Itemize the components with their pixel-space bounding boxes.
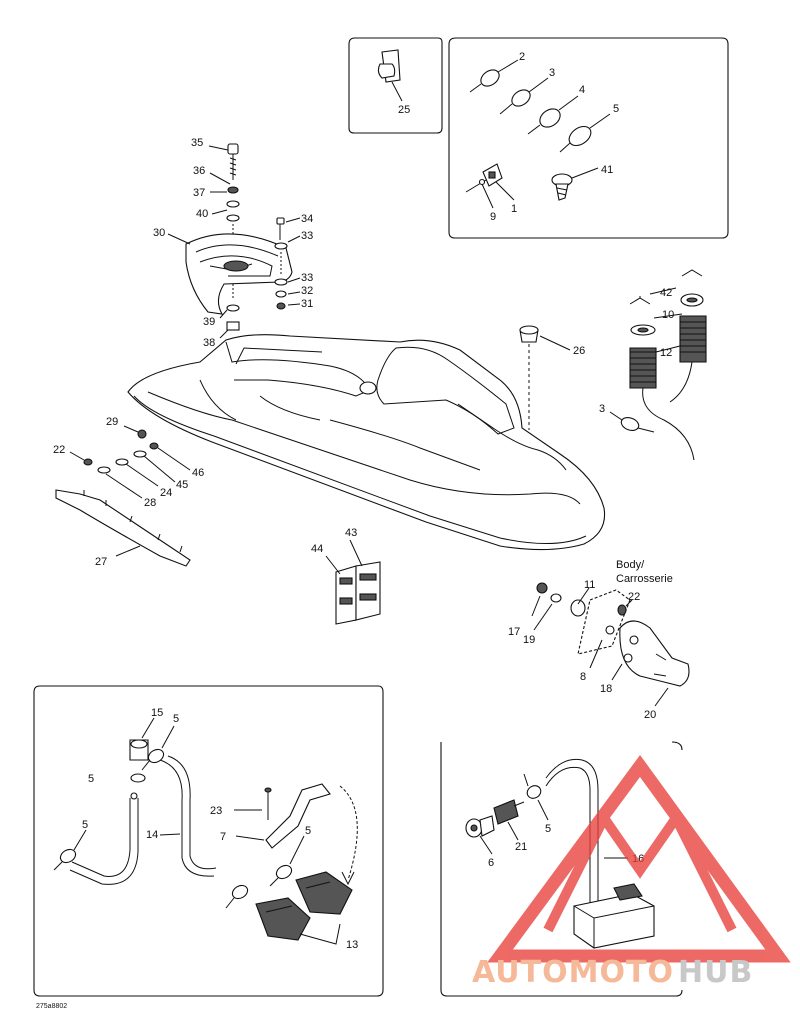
plug-part-26 [519, 325, 539, 343]
callout-9: 9 [490, 211, 496, 223]
watermark-triangle-icon [487, 754, 791, 963]
bracket-part-7 [265, 783, 331, 849]
callout-41: 41 [601, 164, 613, 176]
callout-33-upper: 33 [301, 230, 313, 242]
drawing-code: 275a8802 [36, 1003, 67, 1010]
clamp-part-3 [499, 89, 531, 115]
clamp-part-3-lower [620, 417, 655, 433]
spring-assembly-right [679, 269, 707, 363]
cover-part-18-20 [619, 620, 690, 687]
callout-25: 25 [398, 104, 410, 116]
clamp-part-5 [559, 125, 592, 153]
callout-15: 15 [151, 707, 163, 719]
inset-frame-clip [348, 37, 443, 134]
callout-17: 17 [508, 626, 520, 638]
callout-5-clamp: 5 [613, 103, 619, 115]
spring-assembly-left [629, 296, 657, 389]
fitting-part-6 [465, 815, 495, 838]
callout-38: 38 [203, 337, 215, 349]
callout-37: 37 [193, 187, 205, 199]
callout-46: 46 [192, 467, 204, 479]
callout-34: 34 [301, 213, 313, 225]
callout-28: 28 [144, 497, 156, 509]
callout-6: 6 [488, 857, 494, 869]
callout-45: 45 [176, 479, 188, 491]
clamp-drain-top [141, 748, 165, 771]
callout-21: 21 [515, 841, 527, 853]
callout-36: 36 [193, 165, 205, 177]
clamp-part-4 [527, 108, 561, 135]
callout-32: 32 [301, 285, 313, 297]
callout-10: 10 [662, 309, 674, 321]
callout-3-lower: 3 [599, 403, 605, 415]
clamp-drain-left [53, 848, 77, 871]
clamp-part-2 [469, 69, 500, 93]
callout-22-body: 22 [628, 591, 640, 603]
bag-part-13-upper [295, 871, 353, 915]
callout-18: 18 [600, 683, 612, 695]
callout-1: 1 [511, 203, 517, 215]
rub-rail-part-27 [55, 489, 191, 567]
watermark-inner-triangle-icon [543, 808, 737, 933]
callout-14: 14 [146, 829, 158, 841]
callout-2: 2 [519, 51, 525, 63]
callout-24: 24 [160, 487, 172, 499]
callout-11: 11 [584, 579, 595, 591]
screw-part-41 [551, 173, 573, 201]
body-label-line2: Carrosserie [616, 573, 673, 585]
callout-5-drain-left: 5 [88, 773, 94, 785]
fitting-part-21 [493, 799, 525, 825]
callout-31: 31 [301, 298, 313, 310]
bilge-tube-part-16 [545, 758, 655, 949]
fitting-part-15 [129, 739, 149, 800]
callout-27: 27 [95, 556, 107, 568]
callout-23: 23 [210, 805, 222, 817]
grommet-part-1 [482, 163, 503, 187]
callout-5-drain-lower: 5 [82, 819, 88, 831]
bolt-stack-31-34 [274, 217, 288, 310]
callout-26: 26 [573, 345, 585, 357]
callout-5-bilge: 5 [545, 823, 551, 835]
callout-42: 42 [660, 287, 672, 299]
drain-hose-part-14 [69, 755, 217, 885]
inset-frame-bilge-tube [440, 741, 683, 997]
callout-5-drain-top: 5 [173, 713, 179, 725]
clamp-bilge-part-5 [523, 773, 542, 799]
callout-29: 29 [106, 416, 118, 428]
callout-39: 39 [203, 316, 215, 328]
callout-35: 35 [191, 137, 203, 149]
callout-43: 43 [345, 527, 357, 539]
washers-parts-17-19-11 [536, 582, 627, 635]
inset-frame-clamps [448, 37, 729, 239]
callout-12: 12 [660, 347, 672, 359]
callout-33-lower: 33 [301, 272, 313, 284]
callout-40: 40 [196, 208, 208, 220]
callout-20: 20 [644, 709, 656, 721]
callout-22-rail: 22 [53, 444, 65, 456]
clamps-drain-bags [225, 864, 293, 909]
callout-4: 4 [579, 84, 585, 96]
watermark-logo [487, 754, 791, 963]
watermark-text-hub: HUB [678, 955, 753, 990]
support-parts-43-44 [335, 561, 381, 625]
screw-part-23 [264, 787, 272, 820]
rub-rail-fasteners [83, 429, 159, 474]
body-label-line1: Body/ [616, 559, 645, 571]
bag-part-13-lower [255, 897, 311, 941]
callout-5-drain-bag: 5 [305, 825, 311, 837]
callout-19: 19 [523, 634, 535, 646]
callout-3-clamp: 3 [549, 67, 555, 79]
callout-30: 30 [153, 227, 165, 239]
callout-7: 7 [220, 831, 226, 843]
callout-8: 8 [580, 671, 586, 683]
watermark-text-automoto: AUTOMOTO [472, 955, 674, 990]
inset-frame-drain-hoses [33, 685, 384, 997]
clip-part-25 [377, 49, 401, 83]
watercraft-body [127, 334, 606, 551]
callout-13: 13 [346, 939, 358, 951]
panel-part-8 [577, 589, 631, 655]
callout-44: 44 [311, 543, 323, 555]
